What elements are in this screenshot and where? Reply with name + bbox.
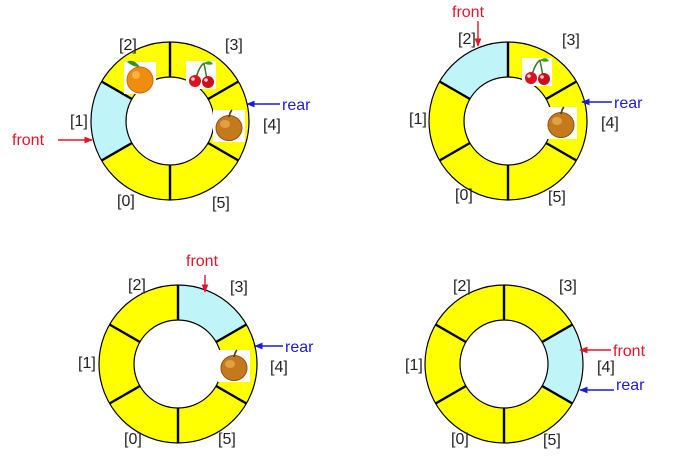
slot-label-2: [2]: [458, 31, 476, 48]
slot-label-1: [1]: [409, 111, 427, 128]
slot-label-3: [3]: [562, 32, 580, 49]
queue-diagram-1: [0] [1] [2] [3] [4] [5] front rear: [12, 37, 311, 212]
cherries-icon: [522, 58, 552, 86]
orange-icon: [124, 61, 156, 94]
slot-label-0: [0]: [117, 193, 135, 210]
slot-label-0: [0]: [451, 431, 469, 448]
slot-label-1: [1]: [70, 113, 88, 130]
front-pointer-label: front: [12, 132, 45, 149]
front-pointer-label: front: [452, 4, 485, 21]
slot-label-1: [1]: [405, 357, 423, 374]
rear-pointer-label: rear: [616, 377, 645, 394]
slot-label-0: [0]: [455, 187, 473, 204]
ring-inner-edge: [134, 320, 222, 408]
slot-label-2: [2]: [119, 37, 137, 54]
slot-label-4: [4]: [597, 359, 615, 376]
queue-diagram-4: [0] [1] [2] [3] [4] [5] front rear: [405, 278, 646, 449]
slot-label-0: [0]: [124, 431, 142, 448]
rear-pointer-label: rear: [282, 97, 311, 114]
apple-icon: [213, 110, 245, 142]
front-pointer-label: front: [613, 343, 646, 360]
slot-label-1: [1]: [78, 355, 96, 372]
slot-label-2: [2]: [128, 277, 146, 294]
ring-inner-edge: [460, 320, 548, 408]
apple-icon: [545, 107, 577, 139]
slot-label-4: [4]: [263, 117, 281, 134]
queue-diagram-3: [0] [1] [2] [3] [4] [5] front rear: [78, 253, 314, 448]
cherries-icon: [186, 61, 216, 89]
slot-label-3: [3]: [559, 278, 577, 295]
slot-label-4: [4]: [601, 115, 619, 132]
front-pointer-label: front: [186, 253, 219, 270]
rear-pointer-label: rear: [285, 339, 314, 356]
slot-label-5: [5]: [218, 431, 236, 448]
slot-label-2: [2]: [453, 278, 471, 295]
ring-inner-edge: [464, 77, 552, 165]
slot-label-5: [5]: [548, 189, 566, 206]
slot-label-4: [4]: [270, 359, 288, 376]
slot-label-3: [3]: [225, 37, 243, 54]
slot-label-5: [5]: [212, 195, 230, 212]
queue-diagram-2: [0] [1] [2] [3] [4] [5] front rear: [409, 4, 643, 206]
slot-label-5: [5]: [543, 432, 561, 449]
rear-pointer-label: rear: [614, 95, 643, 112]
slot-label-3: [3]: [230, 279, 248, 296]
apple-icon: [218, 350, 250, 382]
